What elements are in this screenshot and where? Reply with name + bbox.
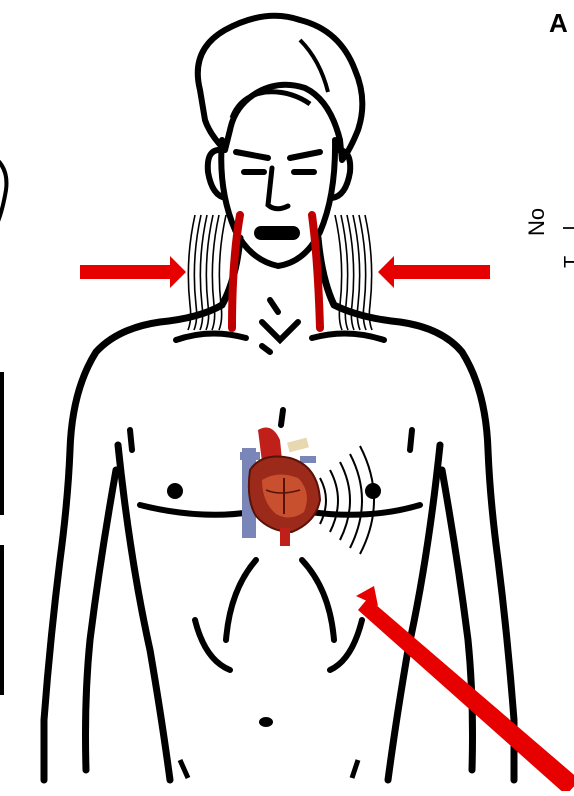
right-neck-arrow	[378, 256, 490, 288]
left-nipple	[167, 483, 183, 499]
side-label-no: No	[524, 208, 550, 236]
panel-label: A	[549, 8, 568, 39]
side-label-partial: T.. ..l ..	[561, 209, 574, 268]
navel	[259, 717, 273, 727]
heart-icon	[240, 428, 320, 546]
left-panel-fragment	[0, 150, 6, 695]
clavicles	[176, 300, 384, 340]
abdomen-lines	[195, 560, 362, 670]
heartbeat-arcs	[320, 446, 374, 554]
left-neck-arrow	[80, 256, 186, 288]
